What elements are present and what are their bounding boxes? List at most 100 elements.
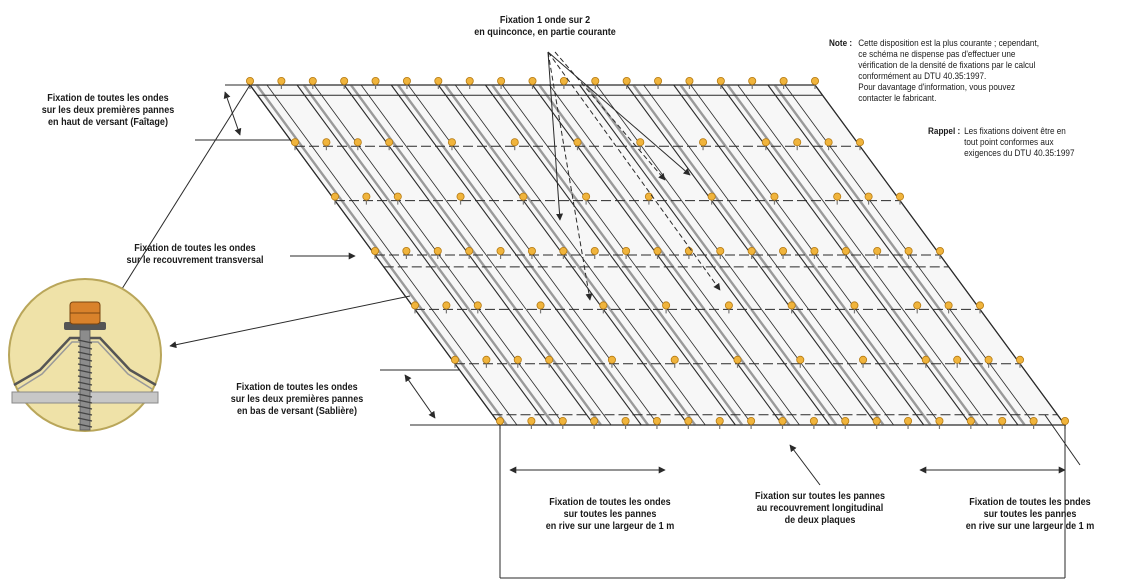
rappel-key: Rappel : [928,126,961,137]
fastener-icon [322,138,331,151]
label-bottom-right-line-1: Fixation de toutes les ondes [969,496,1091,508]
fastener-icon [402,77,411,89]
sheet-rib-shadow [444,84,697,426]
fastener-icon [841,246,850,259]
fastener-icon [652,416,661,429]
fastener-icon [528,77,537,89]
fastener-icon [558,416,567,429]
label-top-center: Fixation 1 onde sur 2 en quinconce, en p… [446,14,644,38]
fastener-icon [308,77,317,89]
fastener-icon [622,246,631,259]
fastener-icon [1029,416,1038,429]
fastener-icon [747,416,756,429]
thread-line [77,423,93,428]
fastener-icon [684,416,693,429]
detail-screw-thread [77,339,93,428]
label-bottom-right: Fixation de toutes les ondes sur toutes … [944,496,1116,532]
fastener-icon [724,301,733,314]
note-block: Note : Cette disposition est la plus cou… [829,38,1039,104]
fastener-icon [290,138,299,151]
fastener-icon [636,138,645,151]
fastener-icon [385,138,394,151]
fastener-icon [685,77,694,89]
thread-line [77,351,93,356]
label-bottom-center-line-3: de deux plaques [784,514,856,526]
fastener-icon [447,138,456,151]
rappel-block: Rappel : Les fixations doivent être en t… [928,126,1074,159]
fastener-icon [896,192,905,205]
fastener-icon [841,416,850,429]
sheet-rib-edge [737,84,989,426]
fastener-icon [434,77,443,89]
sheet-rib-edge [360,84,612,426]
fastener-icon [245,77,254,89]
pointer-top-4 [547,51,721,291]
fastener-icon [864,192,873,205]
fastener-icon [872,416,881,429]
fastener-icon [733,355,742,368]
fastener-icon [545,355,554,368]
pointer-top-3 [547,51,691,176]
fastener-icon [433,246,442,259]
fastener-icon [473,301,482,314]
fastener-icon [527,416,536,429]
fastener-icon [716,77,725,89]
fastener-icon [410,301,419,314]
pointer-detail [169,295,411,349]
fastener-icon [607,355,616,368]
label-left-middle: Fixation de toutes les ondes sur le reco… [105,242,286,266]
label-left-top-line-3: en haut de versant (Faîtage) [48,116,168,128]
label-bottom-center-line-1: Fixation sur toutes les pannes [755,490,885,502]
thread-line [77,357,93,362]
fastener-icon [810,246,819,259]
pointer-arrows [114,51,821,486]
fastener-icon [559,77,568,89]
thread-line [77,393,93,398]
roof-panel [245,77,1070,429]
fastener-icon [936,246,945,259]
label-left-bottom-line-2: sur les deux premières pannes [230,393,364,405]
label-bottom-center-line-2: au recouvrement longitudinal [756,502,884,514]
thread-line [77,369,93,374]
fastener-icon [622,77,631,89]
fastener-icon [966,416,975,429]
fastener-icon [510,138,519,151]
note-line-6: contacter le fabricant. [858,93,937,104]
fastener-icon [761,138,770,151]
fastener-icon [371,77,380,89]
fastener-icon [536,301,545,314]
fastener-icon [707,192,716,205]
label-left-bottom-line-1: Fixation de toutes les ondes [236,381,358,393]
fastener-icon [716,246,725,259]
fastener-icon [935,416,944,429]
fastener-icon [824,138,833,151]
label-bottom-left-line-1: Fixation de toutes les ondes [549,496,671,508]
fastener-icon [873,246,882,259]
thread-line [77,339,93,344]
dim-right-diag [1044,414,1081,466]
thread-line [77,387,93,392]
pointer-top-1 [547,51,564,221]
fastener-icon [450,355,459,368]
fastener-icon [482,355,491,368]
fastener-icon [953,355,962,368]
fastener-icon [590,246,599,259]
fastener-icon [778,416,787,429]
fastener-icon [496,246,505,259]
fastener-icon [976,301,985,314]
fastener-icon [904,246,913,259]
label-bottom-right-line-2: sur toutes les pannes [983,508,1077,520]
fastener-icon [921,355,930,368]
fastener-icon [779,246,788,259]
label-top-center-line-2: en quinconce, en partie courante [474,26,616,38]
pointer-roof-to-detail [114,84,251,301]
fastener-icon [984,355,993,368]
fastener-icon [944,301,953,314]
rappel-line-2: tout point conformes aux [964,137,1054,148]
fastener-icon [699,138,708,151]
note-line-2: ce schéma ne dispense pas d'effectuer un… [858,49,1016,60]
fastener-icon [998,416,1007,429]
pointer-longitudinal [789,444,821,486]
label-top-center-line-1: Fixation 1 onde sur 2 [499,14,591,26]
